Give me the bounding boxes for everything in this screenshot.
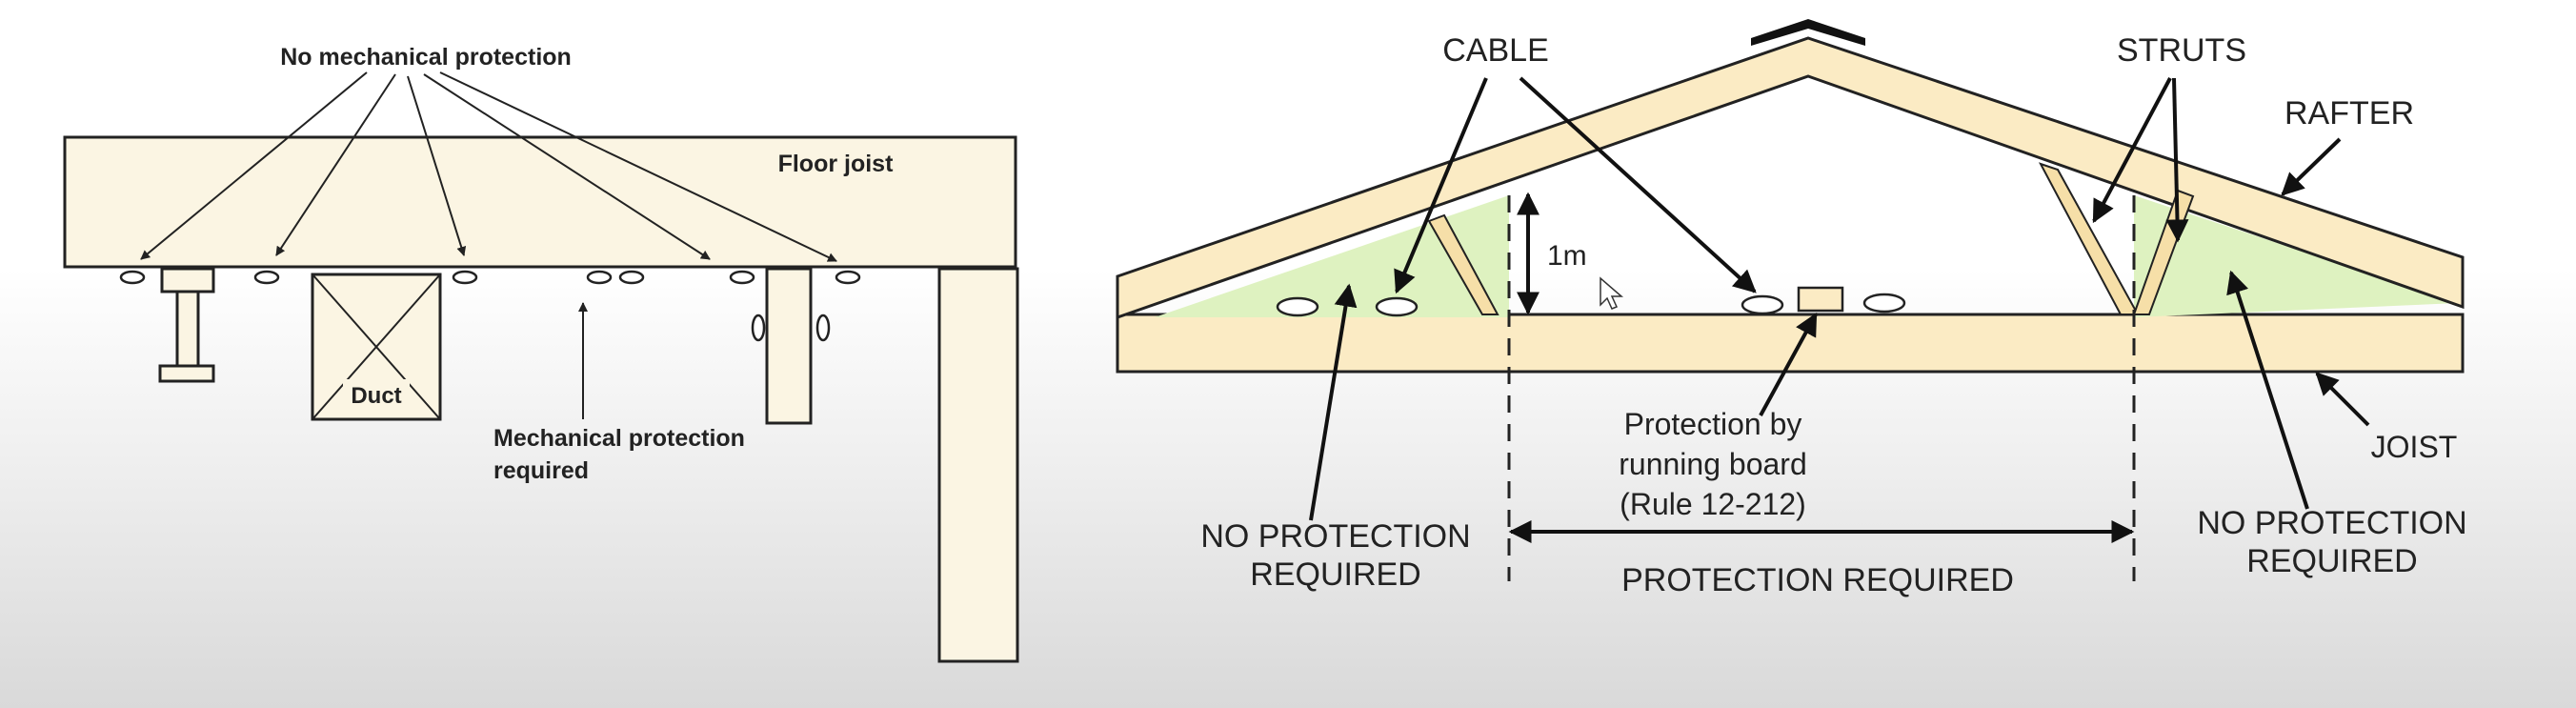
mouse-pointer-icon [1600,276,1624,310]
cable-label: CABLE [1442,32,1549,69]
vertical-post [937,267,1019,663]
right-diagram: 1m CABLE STRUTS RAFTER JOIST NO PROTECTI… [1116,19,2467,598]
no-protection-right-line2: REQUIRED [2246,543,2417,579]
cable [751,314,766,342]
no-protection-left-line2: REQUIRED [1250,556,1420,593]
cable [1741,294,1784,315]
cables-under-joist [119,270,861,285]
cable [1276,296,1319,317]
no-mechanical-protection-label: No mechanical protection [280,44,572,71]
rafter [1116,36,2465,320]
no-protection-arrows [140,71,837,262]
cable [1862,293,1906,314]
mech-protection-label-line2: required [493,457,589,484]
floor-joist-label: Floor joist [778,151,895,177]
board-label-line3: (Rule 12-212) [1620,487,1806,521]
rafter-label: RAFTER [2284,95,2414,131]
cable [815,314,831,342]
duct-label: Duct [351,383,401,409]
cable-arrow [1394,77,1488,294]
duct: Duct [311,273,442,421]
mech-protection-label-line1: Mechanical protection [493,425,745,452]
struts-label: STRUTS [2117,32,2246,69]
cable [1375,296,1419,317]
stud [765,267,813,425]
no-protection-zone-right [2134,195,2458,317]
rafter-arrow [2281,137,2342,196]
left-diagram: Duct No mechanical protection Floor jois… [63,44,1019,663]
height-label: 1m [1547,240,1587,272]
ridge-cap [1751,19,1865,46]
joist-label: JOIST [2371,430,2458,464]
no-protection-right-arrow [2226,270,2309,510]
running-board [1797,286,1844,313]
floor-joist-beam [63,135,1017,269]
struts-arrow [2092,77,2172,224]
strut [1427,213,1499,315]
no-protection-left-arrow [1309,283,1358,521]
board-label-line1: Protection by [1624,407,1802,441]
no-protection-zone-left [1155,195,1509,317]
no-protection-left-line1: NO PROTECTION [1200,518,1470,555]
no-protection-right-line1: NO PROTECTION [2197,505,2466,541]
struts-arrow [2165,77,2189,243]
board-arrow [1759,312,1818,416]
i-beam [158,267,215,383]
cable-arrow [1519,76,1757,293]
protection-required-label: PROTECTION REQUIRED [1621,562,2014,598]
board-label-line2: running board [1619,447,1806,481]
joist-arrow [2315,372,2370,427]
